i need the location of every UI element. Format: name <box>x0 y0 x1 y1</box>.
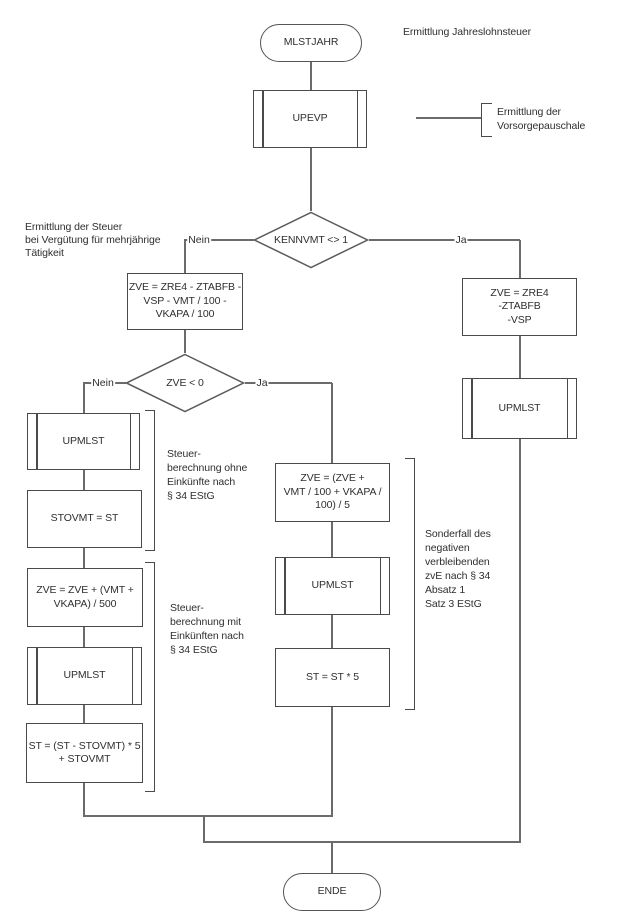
process-zve-long-label: ZVE = ZRE4 - ZTABFB - VSP - VMT / 100 - … <box>128 281 242 321</box>
decision-kennvmt: KENNVMT <> 1 <box>253 211 369 269</box>
connector-line <box>519 439 521 842</box>
subprocess-upmlst-left-2-label: UPMLST <box>63 669 106 682</box>
connector-line <box>83 470 85 490</box>
connector-line <box>331 522 333 557</box>
annotation-leader-line <box>416 117 482 119</box>
connector-line <box>331 707 333 816</box>
mit34-bracket <box>145 562 155 792</box>
subprocess-upmlst-left-1-label: UPMLST <box>62 434 105 447</box>
process-stovmt-label: STOVMT = ST <box>50 512 119 525</box>
connector-line <box>310 148 312 211</box>
connector-line <box>203 815 205 842</box>
start-terminator: MLSTJAHR <box>260 24 362 62</box>
connector-line <box>83 815 333 817</box>
process-stovmt: STOVMT = ST <box>27 490 142 548</box>
process-st-stovmt-label: ST = (ST - STOVMT) * 5 + STOVMT <box>28 739 141 766</box>
connector-line <box>331 615 333 648</box>
subprocess-upmlst-right-label: UPMLST <box>498 401 541 414</box>
connector-line <box>519 336 521 378</box>
subprocess-upevp-label: UPEVP <box>292 112 328 125</box>
connector-line <box>184 240 186 273</box>
annotation-ohne-34: Steuer- berechnung ohne Einkünfte nach §… <box>167 448 248 502</box>
process-zve-5: ZVE = (ZVE + VMT / 100 + VKAPA / 100) / … <box>275 463 390 522</box>
sonderfall-bracket <box>405 458 415 710</box>
edge-label-ja-1: Ja <box>454 234 468 246</box>
annotation-sonderfall: Sonderfall des negativen verbleibenden z… <box>425 528 491 610</box>
decision-kennvmt-label: KENNVMT <> 1 <box>274 234 348 246</box>
diamond-shape <box>253 211 369 269</box>
annotation-mehrjaehrige: Ermittlung der Steuer bei Vergütung für … <box>25 221 161 259</box>
connector-line <box>184 329 186 353</box>
edge-label-nein-2: Nein <box>91 377 115 389</box>
diamond-shape <box>125 353 245 413</box>
process-zve-500-label: ZVE = ZVE + (VMT + VKAPA) / 500 <box>36 584 134 610</box>
subprocess-upmlst-left-2: UPMLST <box>27 647 142 705</box>
decision-zve-label: ZVE < 0 <box>166 377 204 389</box>
end-terminator: ENDE <box>283 873 381 911</box>
connector-line <box>184 239 254 241</box>
process-zve-500: ZVE = ZVE + (VMT + VKAPA) / 500 <box>27 568 143 627</box>
connector-line <box>331 841 333 873</box>
process-zve-5-label: ZVE = (ZVE + VMT / 100 + VKAPA / 100) / … <box>283 472 382 512</box>
subprocess-upevp: UPEVP <box>253 90 367 148</box>
process-zve-short-label: ZVE = ZRE4 -ZTABFB -VSP <box>490 286 549 326</box>
process-st-5-label: ST = ST * 5 <box>305 670 360 683</box>
connector-line <box>83 783 85 816</box>
annotation-mit-34: Steuer- berechnung mit Einkünften nach §… <box>170 602 244 656</box>
subprocess-upmlst-middle-label: UPMLST <box>311 579 354 592</box>
vorsorge-bracket <box>481 103 492 137</box>
connector-line <box>203 841 521 843</box>
connector-line <box>83 383 85 413</box>
edge-label-nein-1: Nein <box>187 234 211 246</box>
process-st-stovmt: ST = (ST - STOVMT) * 5 + STOVMT <box>26 723 143 783</box>
connector-line <box>245 382 332 384</box>
subprocess-upmlst-right: UPMLST <box>462 378 577 439</box>
edge-label-ja-2: Ja <box>255 377 269 389</box>
connector-line <box>83 627 85 647</box>
connector-line <box>83 705 85 723</box>
subprocess-upmlst-middle: UPMLST <box>275 557 390 615</box>
process-st-5: ST = ST * 5 <box>275 648 390 707</box>
start-terminator-label: MLSTJAHR <box>283 36 339 49</box>
connector-line <box>369 239 520 241</box>
decision-zve: ZVE < 0 <box>125 353 245 413</box>
connector-line <box>519 240 521 278</box>
end-terminator-label: ENDE <box>317 885 347 898</box>
process-zve-short: ZVE = ZRE4 -ZTABFB -VSP <box>462 278 577 336</box>
connector-line <box>310 62 312 90</box>
connector-line <box>83 548 85 568</box>
connector-line <box>331 383 333 463</box>
ohne34-bracket <box>145 410 155 551</box>
subprocess-upmlst-left-1: UPMLST <box>27 413 140 470</box>
process-zve-long: ZVE = ZRE4 - ZTABFB - VSP - VMT / 100 - … <box>127 273 243 330</box>
annotation-jahreslohnsteuer: Ermittlung Jahreslohnsteuer <box>403 26 532 38</box>
annotation-vorsorgepauschale: Ermittlung der Vorsorgepauschale <box>497 106 586 132</box>
